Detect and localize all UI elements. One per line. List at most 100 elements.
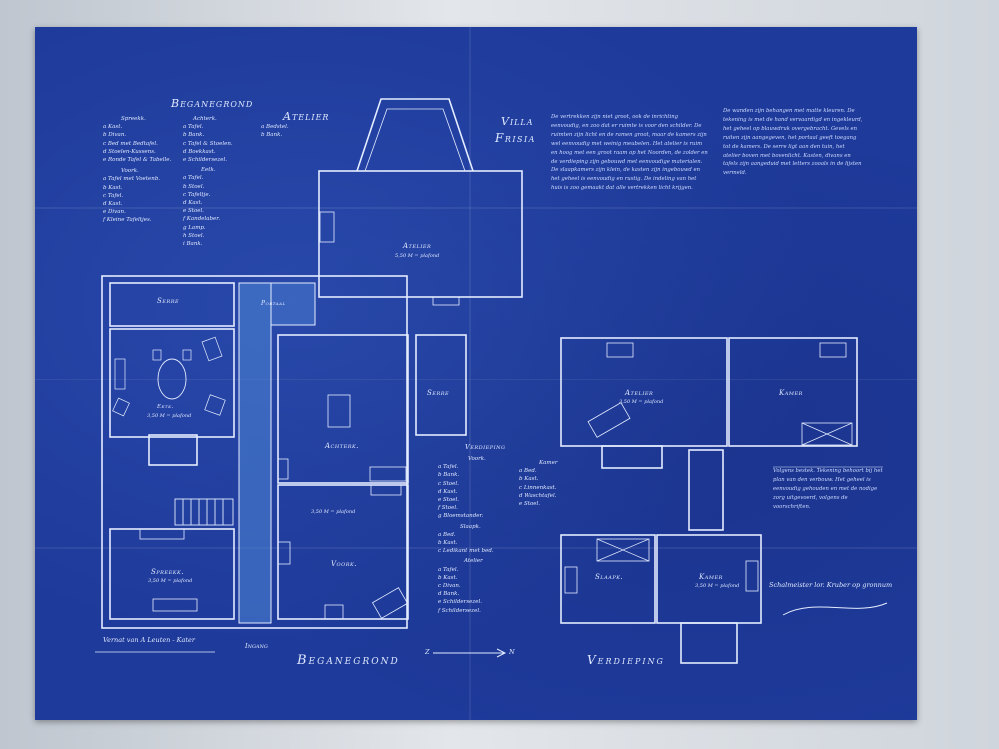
legend-item: a Bed. — [438, 531, 456, 538]
legend-item: b Kast. — [519, 476, 539, 483]
room-kamer-floor: Kamer — [779, 389, 803, 397]
legend-item: e Schildersezel. — [438, 599, 483, 606]
legend-mid-voork: Voork. a Tafel. b Bank. c Stoel. d Kast.… — [438, 455, 494, 615]
legend-item: g Bloemstander. — [438, 513, 484, 520]
compass-n: N — [509, 648, 515, 656]
ingang-label: Ingang — [245, 642, 268, 650]
legend-item: a Tafel met Voetenb. — [103, 176, 161, 183]
legend-item: i Bank. — [183, 241, 203, 248]
legend-item: d Boekkast. — [183, 148, 216, 155]
eetk-table — [157, 358, 187, 400]
eetk-bay — [148, 434, 198, 466]
notes-column-2: De wanden zijn behangen met matte kleure… — [723, 108, 863, 177]
corridor — [238, 282, 272, 624]
bottom-floor-title: Verdieping — [587, 653, 665, 667]
legend-spreekk: Spreekk. a Kast. b Divan. c Bed met Bedt… — [103, 115, 171, 225]
legend-item: d Kast. — [183, 200, 203, 207]
legend-item: f Stoel. — [438, 505, 458, 512]
notes-column-1: De vertrekken zijn niet groot, ook de in… — [551, 114, 708, 192]
floor-corridor — [688, 449, 724, 531]
legend-item: c Tafeltje. — [183, 191, 211, 198]
legend-item: b Kast. — [438, 574, 458, 581]
room-portaal: Portaal — [261, 300, 286, 307]
stairs — [174, 498, 234, 526]
room-achterk: Achterk. — [325, 442, 359, 450]
voork-outline — [277, 484, 409, 620]
legend-item: f Schildersezel. — [438, 607, 481, 614]
fold-line-vertical — [469, 27, 471, 720]
legend-item: a Bed. — [519, 468, 537, 475]
serre-mid-outline — [415, 334, 467, 436]
slaapk-floor-outline — [560, 534, 656, 624]
room-voork: Voork. — [331, 560, 357, 568]
fold-line-horizontal-1 — [35, 207, 917, 209]
verdieping-mid: Verdieping — [465, 443, 506, 451]
legend-item: c Ledikant met bed. — [438, 548, 494, 555]
legend-item: d Kast. — [103, 201, 123, 208]
room-eetk: Eetk. — [157, 404, 174, 410]
room-voork-sub: 3,50 M = plafond — [311, 509, 356, 515]
legend-item: e Ronde Tafel & Tabelle. — [103, 157, 172, 164]
room-atelier-ground-sub: 5,50 M = plafond — [395, 253, 440, 259]
room-serre-top: Serre — [157, 297, 180, 305]
legend-item: b Bank. — [261, 132, 283, 139]
legend-voork-title: Voork. — [121, 168, 139, 175]
kamer-floor-outline — [728, 337, 858, 447]
legend-item: f Kleine Tafeltjes. — [103, 217, 152, 224]
room-atelier-floor-sub: 3,50 M = plafond — [619, 399, 664, 405]
atelier-floor-bay — [601, 445, 663, 469]
legend-item: d Stoelen-Kussens. — [103, 148, 156, 155]
legend-item: a Kast. — [103, 124, 123, 131]
legend-item: f Kandelaber. — [183, 216, 221, 223]
legend-item: a Tafel. — [183, 175, 204, 182]
legend-item: c Divan. — [438, 583, 461, 590]
legend-item: b Kast. — [438, 540, 458, 547]
ground-floor-outline — [101, 275, 408, 629]
legend-item: c Tafel. — [103, 192, 124, 199]
legend-item: e Stoel. — [519, 501, 541, 508]
legend-atelier: a Bedstel. b Bank. — [261, 123, 289, 139]
legend-item: b Bank. — [438, 472, 460, 479]
legend-item: e Stoel. — [438, 497, 460, 504]
legend-item: g Lamp. — [183, 224, 206, 231]
legend-item: b Bank. — [183, 132, 205, 139]
room-spreekk-sub: 3,50 M = plafond — [148, 578, 193, 584]
legend-item: e Stoel. — [183, 208, 205, 215]
legend-mid-voork-title: Voork. — [468, 456, 486, 462]
legend-achterk-title: Achterk. — [193, 116, 217, 122]
legend-item: e Schildersezel. — [183, 157, 228, 164]
notes-column-3: Volgens bestek. Tekening behoort bij het… — [773, 468, 883, 510]
legend-mid-kamer-title: Kamer — [539, 460, 558, 466]
legend-item: a Tafel. — [183, 124, 204, 131]
serre-top-outline — [109, 282, 235, 327]
villa-line2: Frisia — [495, 131, 536, 145]
legend-item: c Stoel. — [438, 480, 459, 487]
legend-item: a Tafel. — [438, 464, 459, 471]
fold-line-horizontal-2 — [35, 379, 917, 380]
legend-item: b Kast. — [103, 184, 123, 191]
room-kamer-small: Kamer — [699, 573, 723, 581]
fold-line-horizontal-3 — [35, 547, 917, 549]
atelier-ground-outline — [318, 170, 523, 298]
legend-item: a Tafel. — [438, 566, 459, 573]
legend-item: c Bed met Bedtafel. — [103, 140, 158, 147]
eetk-outline — [109, 328, 235, 438]
legend-item: d Bank. — [438, 591, 460, 598]
signature-line: Schalmeister lor. Kruber op gronnum — [769, 581, 893, 589]
legend-mid-atelier-title: Atelier — [464, 558, 483, 565]
achterk-outline — [277, 334, 409, 484]
room-eetk-sub: 3,50 M = plafond — [147, 413, 192, 419]
legend-item: c Tafel & Stoelen. — [183, 140, 233, 147]
title-atelier: Atelier — [283, 110, 330, 123]
villa-line1: Villa — [501, 115, 534, 128]
room-slaapk-floor: Slaapk. — [595, 573, 624, 581]
room-atelier-floor: Atelier — [625, 389, 654, 397]
legend-spreekk-title: Spreekk. — [121, 116, 146, 122]
atelier-bay — [356, 98, 474, 172]
floor-plan-drawing — [95, 98, 888, 664]
floor-stair-landing — [680, 622, 738, 664]
title-ground: Beganegrond — [171, 97, 254, 110]
room-atelier-ground: Atelier — [403, 242, 432, 250]
legend-item: c Linnenkast. — [519, 484, 557, 491]
room-kamer-small-sub: 3,50 M = plafond — [695, 583, 740, 589]
